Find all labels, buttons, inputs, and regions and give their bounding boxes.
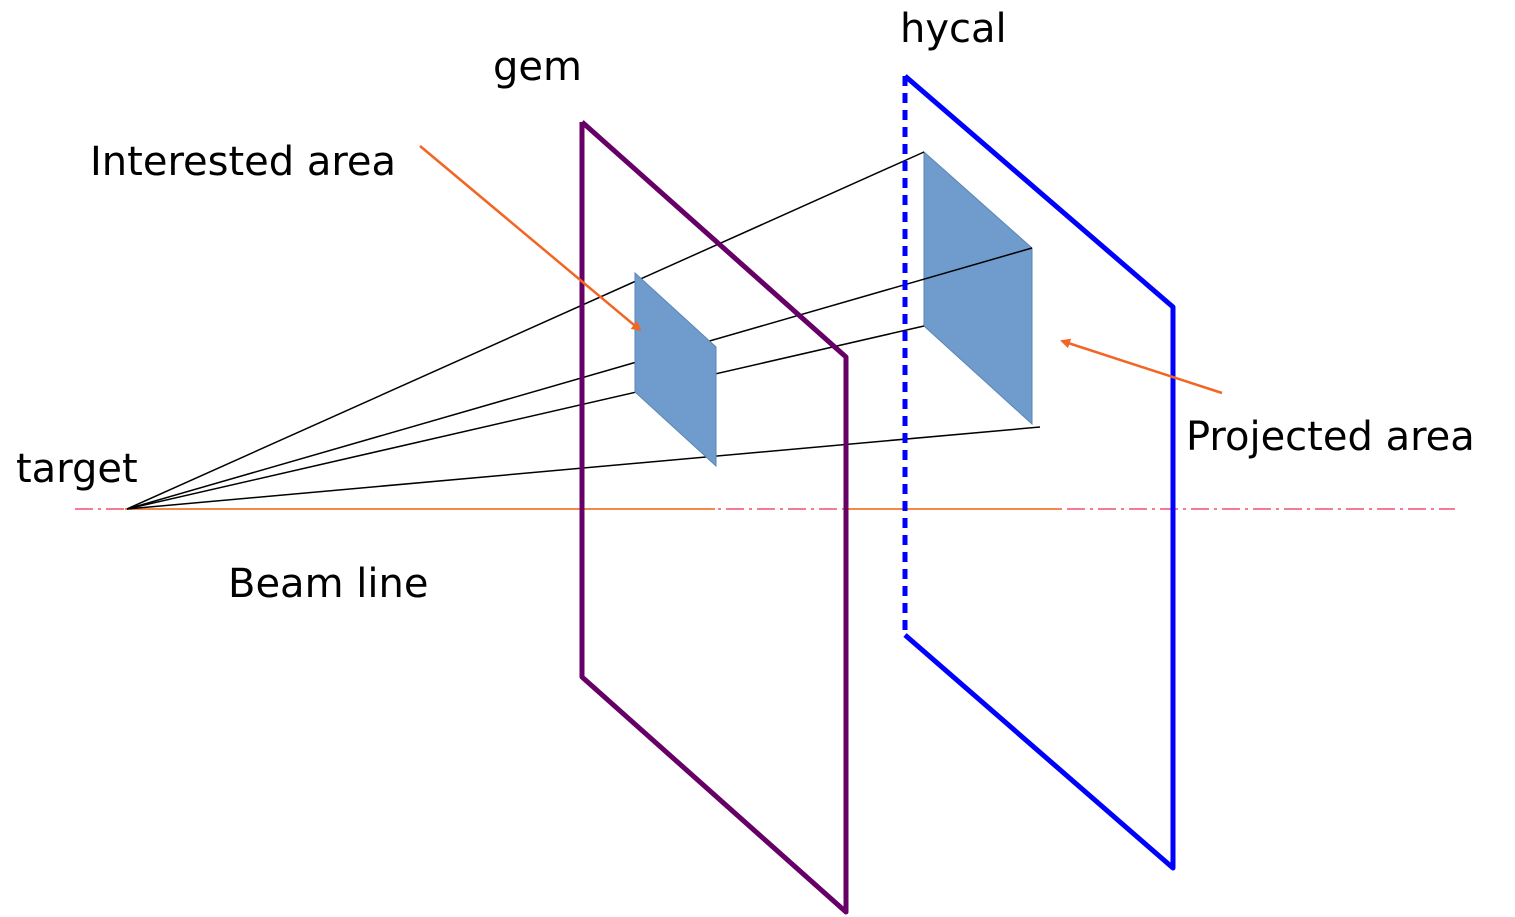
gem-plane: [579, 120, 849, 915]
projected-area: [923, 150, 1033, 426]
projected-area-arrow: [1060, 338, 1223, 395]
hycal-label: hycal: [900, 6, 1007, 52]
interested-area-arrow: [419, 145, 642, 332]
beam-line-label: Beam line: [228, 561, 428, 607]
projected-area-label: Projected area: [1186, 414, 1475, 460]
target-label: target: [16, 446, 138, 492]
gem-label: gem: [493, 44, 582, 90]
hycal-plane: [903, 74, 1176, 871]
interested-area: [634, 271, 717, 468]
interested-area-label: Interested area: [90, 139, 396, 185]
